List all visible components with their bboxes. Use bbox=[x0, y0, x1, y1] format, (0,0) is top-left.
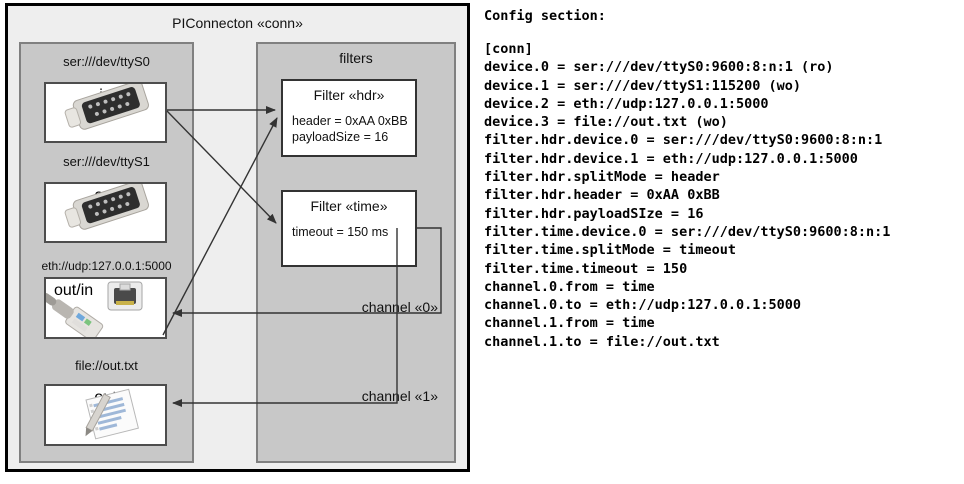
outer-component-title: PIConnecton «conn» bbox=[172, 15, 303, 31]
filter-prop: timeout = 150 ms bbox=[292, 225, 389, 239]
device-label-file: file://out.txt bbox=[75, 358, 138, 373]
filter-box-hdr[interactable]: Filter «hdr» header = 0xAA 0xBB payloadS… bbox=[281, 79, 417, 157]
device-label-ttyS0: ser:///dev/ttyS0 bbox=[63, 54, 150, 69]
device-box-ttyS0[interactable]: in bbox=[44, 82, 167, 143]
serial-connector-icon bbox=[64, 84, 149, 130]
connection-diagram: PIConnecton «conn» ser:///dev/ttyS0 in bbox=[0, 0, 478, 484]
filter-props-hdr: header = 0xAA 0xBB payloadSize = 16 bbox=[292, 113, 408, 145]
device-box-file[interactable]: out bbox=[44, 384, 167, 446]
device-box-eth[interactable]: out/in bbox=[44, 277, 167, 339]
config-section: Config section: [conn] device.0 = ser://… bbox=[478, 0, 964, 484]
filters-panel: filters Filter «hdr» header = 0xAA 0xBB … bbox=[256, 42, 456, 463]
text-file-icon bbox=[85, 388, 139, 440]
filter-title-hdr: Filter «hdr» bbox=[313, 87, 385, 103]
ethernet-plug-icon bbox=[46, 281, 143, 337]
filter-title-time: Filter «time» bbox=[310, 198, 388, 214]
filter-prop: payloadSize = 16 bbox=[292, 130, 389, 144]
device-io-eth: out/in bbox=[54, 282, 94, 299]
channel-label-1: channel «1» bbox=[361, 388, 438, 404]
filters-panel-title: filters bbox=[339, 50, 373, 66]
filter-props-time: timeout = 150 ms bbox=[292, 224, 388, 240]
filter-prop: header = 0xAA 0xBB bbox=[292, 114, 408, 128]
channel-label-0: channel «0» bbox=[361, 299, 438, 315]
devices-panel: ser:///dev/ttyS0 in bbox=[19, 42, 194, 463]
device-box-ttyS1[interactable]: out bbox=[44, 182, 167, 243]
device-label-ttyS1: ser:///dev/ttyS1 bbox=[63, 154, 150, 169]
serial-connector-icon bbox=[64, 184, 149, 230]
config-section-title: Config section: bbox=[484, 8, 606, 24]
config-section-text: [conn] device.0 = ser:///dev/ttyS0:9600:… bbox=[484, 41, 891, 350]
device-label-eth: eth://udp:127.0.0.1:5000 bbox=[41, 259, 172, 273]
filter-box-time[interactable]: Filter «time» timeout = 150 ms bbox=[281, 190, 417, 267]
